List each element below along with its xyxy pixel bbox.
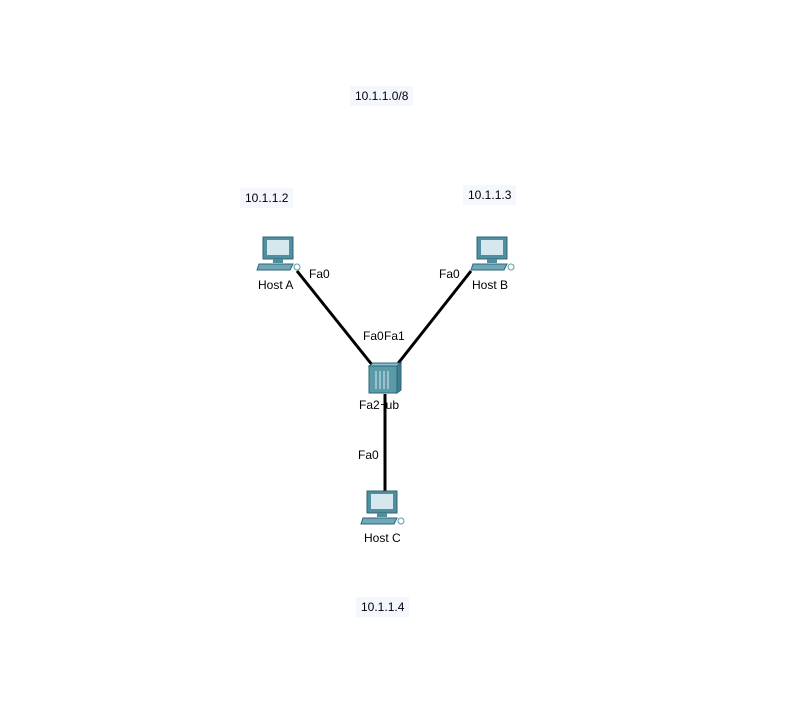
host-c-port-label: Fa0 [358,448,379,462]
host-a-ip-note: 10.1.1.2 [240,188,294,208]
host-c-ip-note: 10.1.1.4 [356,597,410,617]
host-b-pc-icon[interactable] [470,236,516,276]
host-c-label: Host C [364,531,401,545]
hub-icon[interactable] [368,362,404,396]
host-b-label: Host B [472,278,509,292]
host-b-port-label: Fa0 [439,267,460,281]
hub-port-fa0-label: Fa0 [363,329,384,343]
host-b-ip-note: 10.1.1.3 [463,185,517,205]
hub-label: Hub [377,398,400,412]
host-a-port-label: Fa0 [309,267,330,281]
host-a-label: Host A [258,278,294,292]
host-c-pc-icon[interactable] [360,490,406,530]
host-a-pc-icon[interactable] [256,236,302,276]
hub-port-fa2-label: Fa2 [359,398,381,412]
network-note: 10.1.1.0/8 [350,86,414,106]
hub-port-fa1-label: Fa1 [384,329,405,343]
link-host-b-hub[interactable] [394,270,473,367]
link-host-a-hub[interactable] [295,270,375,367]
